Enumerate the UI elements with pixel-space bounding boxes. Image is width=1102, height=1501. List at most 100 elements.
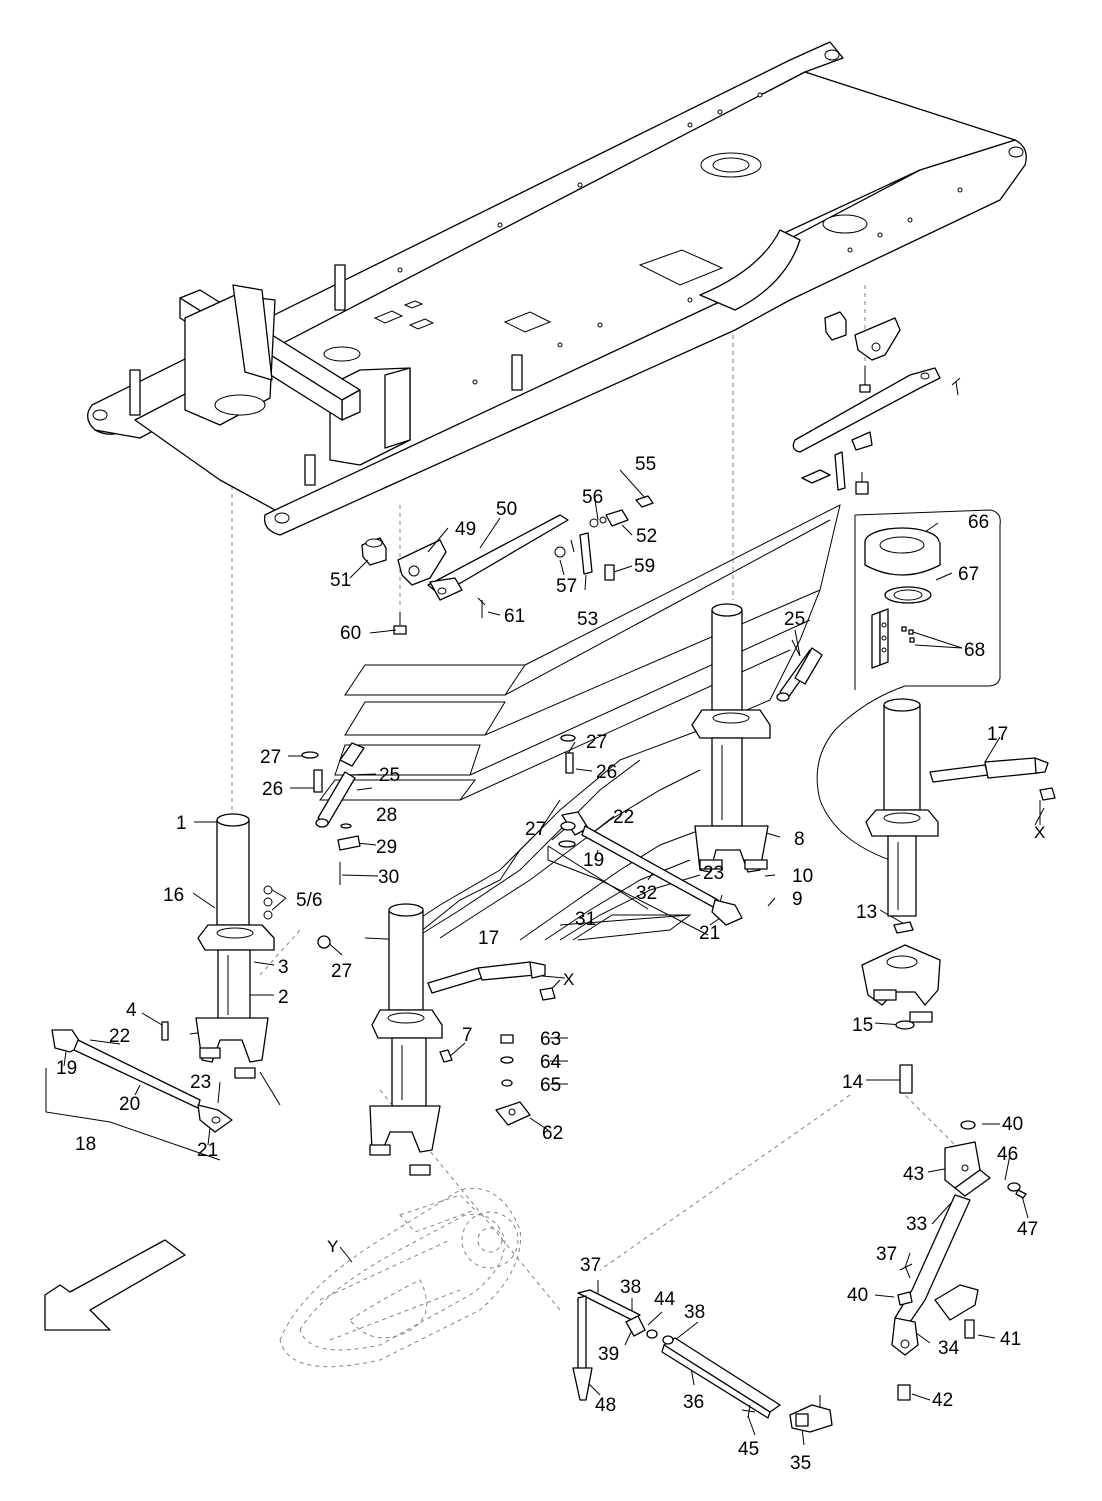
callout-35: 35	[790, 1453, 811, 1474]
callout-65: 65	[540, 1075, 561, 1096]
callout-27-d: 27	[525, 819, 546, 840]
callout-22-mid: 22	[613, 807, 634, 828]
callout-47: 47	[1017, 1219, 1038, 1240]
callout-9: 9	[792, 889, 803, 910]
callout-33: 33	[906, 1214, 927, 1235]
callout-27-c: 27	[586, 732, 607, 753]
callout-67: 67	[958, 564, 979, 585]
shaft-handle-assembly	[572, 1289, 833, 1433]
callout-37-a: 37	[580, 1255, 601, 1276]
callout-34: 34	[938, 1338, 960, 1359]
stabilizer-bar-assembly	[891, 1120, 1027, 1401]
callout-26-left: 26	[262, 779, 283, 800]
callout-7: 7	[462, 1025, 473, 1046]
callout-15: 15	[852, 1015, 873, 1036]
front-crossbar-assembly	[361, 495, 654, 635]
track-frame	[279, 1187, 521, 1368]
callout-62: 62	[542, 1123, 563, 1144]
callout-57: 57	[556, 576, 577, 597]
callout-20: 20	[119, 1094, 140, 1115]
callout-labels: 1 2 3 4 5/6 7 8 9 10 13 14 15 16 17 17 1…	[56, 454, 1045, 1474]
bar-20	[51, 1029, 233, 1133]
callout-63: 63	[540, 1029, 561, 1050]
callout-18: 18	[75, 1134, 96, 1155]
callout-13: 13	[856, 902, 877, 923]
callout-8: 8	[794, 829, 805, 850]
callout-45: 45	[738, 1439, 759, 1460]
callout-38-b: 38	[684, 1302, 705, 1323]
callout-48: 48	[595, 1395, 616, 1416]
callout-39: 39	[598, 1344, 619, 1365]
callout-23-left: 23	[190, 1072, 211, 1093]
callout-27-a: 27	[260, 747, 281, 768]
callout-42: 42	[932, 1390, 953, 1411]
callout-38-a: 38	[620, 1277, 641, 1298]
rear-leg-center	[691, 603, 771, 873]
callout-19-mid: 19	[583, 850, 604, 871]
callout-22-left: 22	[109, 1026, 130, 1047]
letter-x-center: X	[563, 970, 574, 989]
parts-62-65	[495, 1034, 531, 1126]
callout-25-right: 25	[784, 609, 805, 630]
letter-y: Y	[327, 1237, 338, 1256]
callout-55: 55	[635, 454, 656, 475]
callout-46: 46	[997, 1144, 1018, 1165]
letter-x-right: X	[1034, 823, 1045, 842]
main-frame	[87, 41, 1027, 536]
callout-59: 59	[634, 556, 655, 577]
outline-bands	[319, 504, 1001, 941]
callout-51: 51	[330, 570, 351, 591]
rear-bracket-assembly	[792, 311, 961, 495]
callout-68: 68	[964, 640, 985, 661]
callout-41: 41	[1000, 1329, 1021, 1350]
callout-1: 1	[176, 813, 187, 834]
callout-40-b: 40	[847, 1285, 868, 1306]
callout-56: 56	[582, 487, 603, 508]
callout-29: 29	[376, 837, 397, 858]
callout-49: 49	[455, 519, 476, 540]
callout-37-b: 37	[876, 1244, 897, 1265]
callout-2: 2	[278, 987, 289, 1008]
callout-25-left: 25	[379, 765, 400, 786]
cylinder-25-left	[301, 742, 365, 885]
callout-43: 43	[903, 1164, 924, 1185]
callout-32: 32	[636, 883, 657, 904]
callout-27-b: 27	[331, 961, 352, 982]
alignment-lines	[231, 285, 956, 1311]
cylinder-25-right	[776, 647, 823, 702]
callout-16: 16	[163, 885, 184, 906]
callout-36: 36	[683, 1392, 704, 1413]
callout-60: 60	[340, 623, 361, 644]
callout-31: 31	[575, 909, 596, 930]
callout-23-mid: 23	[703, 863, 724, 884]
leg-right-assembly	[861, 698, 1056, 1094]
callout-21-left: 21	[197, 1140, 218, 1161]
callout-3: 3	[278, 957, 289, 978]
leg-1-assembly	[161, 813, 331, 1079]
direction-arrow	[44, 1239, 186, 1331]
callout-14: 14	[842, 1072, 864, 1093]
callout-44: 44	[654, 1289, 676, 1310]
frame-holes	[397, 92, 963, 385]
callout-61: 61	[504, 606, 525, 627]
parts-66-68	[864, 527, 941, 669]
callout-17-center: 17	[478, 928, 499, 949]
callout-64: 64	[540, 1052, 562, 1073]
callout-21-mid: 21	[699, 923, 720, 944]
callout-10: 10	[792, 866, 813, 887]
callout-66: 66	[968, 512, 989, 533]
callout-52: 52	[636, 526, 657, 547]
callout-17-right: 17	[987, 724, 1008, 745]
bar-32	[558, 734, 743, 926]
callout-50: 50	[496, 499, 517, 520]
callout-4: 4	[126, 1000, 137, 1021]
leg-center-assembly	[369, 903, 556, 1176]
callout-28: 28	[376, 805, 397, 826]
callout-40-a: 40	[1002, 1114, 1023, 1135]
callout-53: 53	[577, 609, 598, 630]
callout-26-mid: 26	[596, 762, 617, 783]
callout-19-left: 19	[56, 1058, 77, 1079]
callout-5-6: 5/6	[296, 890, 322, 911]
callout-30: 30	[378, 867, 399, 888]
